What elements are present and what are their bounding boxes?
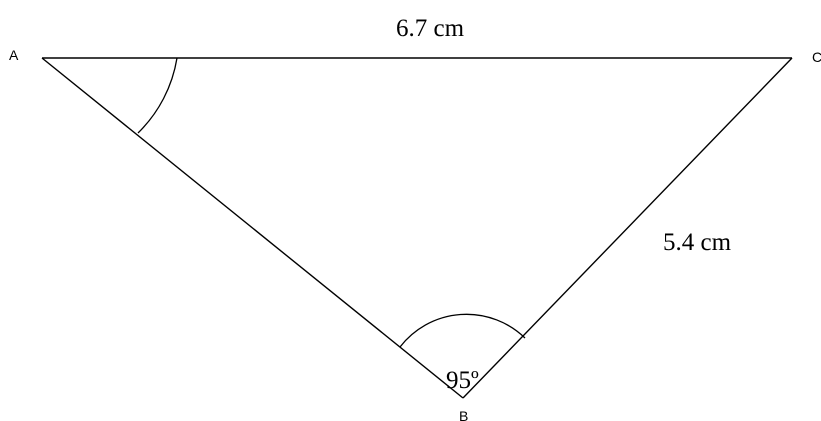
side-ac-length: 6.7 cm xyxy=(396,15,465,42)
vertex-label-c: C xyxy=(812,49,821,65)
side-bc-length: 5.4 cm xyxy=(663,229,732,256)
angle-a-arc xyxy=(137,57,178,134)
side-bc xyxy=(462,57,793,399)
vertex-label-a: A xyxy=(9,47,19,63)
angle-b-measure: 95º xyxy=(446,367,479,394)
vertex-label-b: B xyxy=(459,408,468,421)
angle-b-arc xyxy=(399,313,526,348)
side-ab xyxy=(41,57,464,399)
